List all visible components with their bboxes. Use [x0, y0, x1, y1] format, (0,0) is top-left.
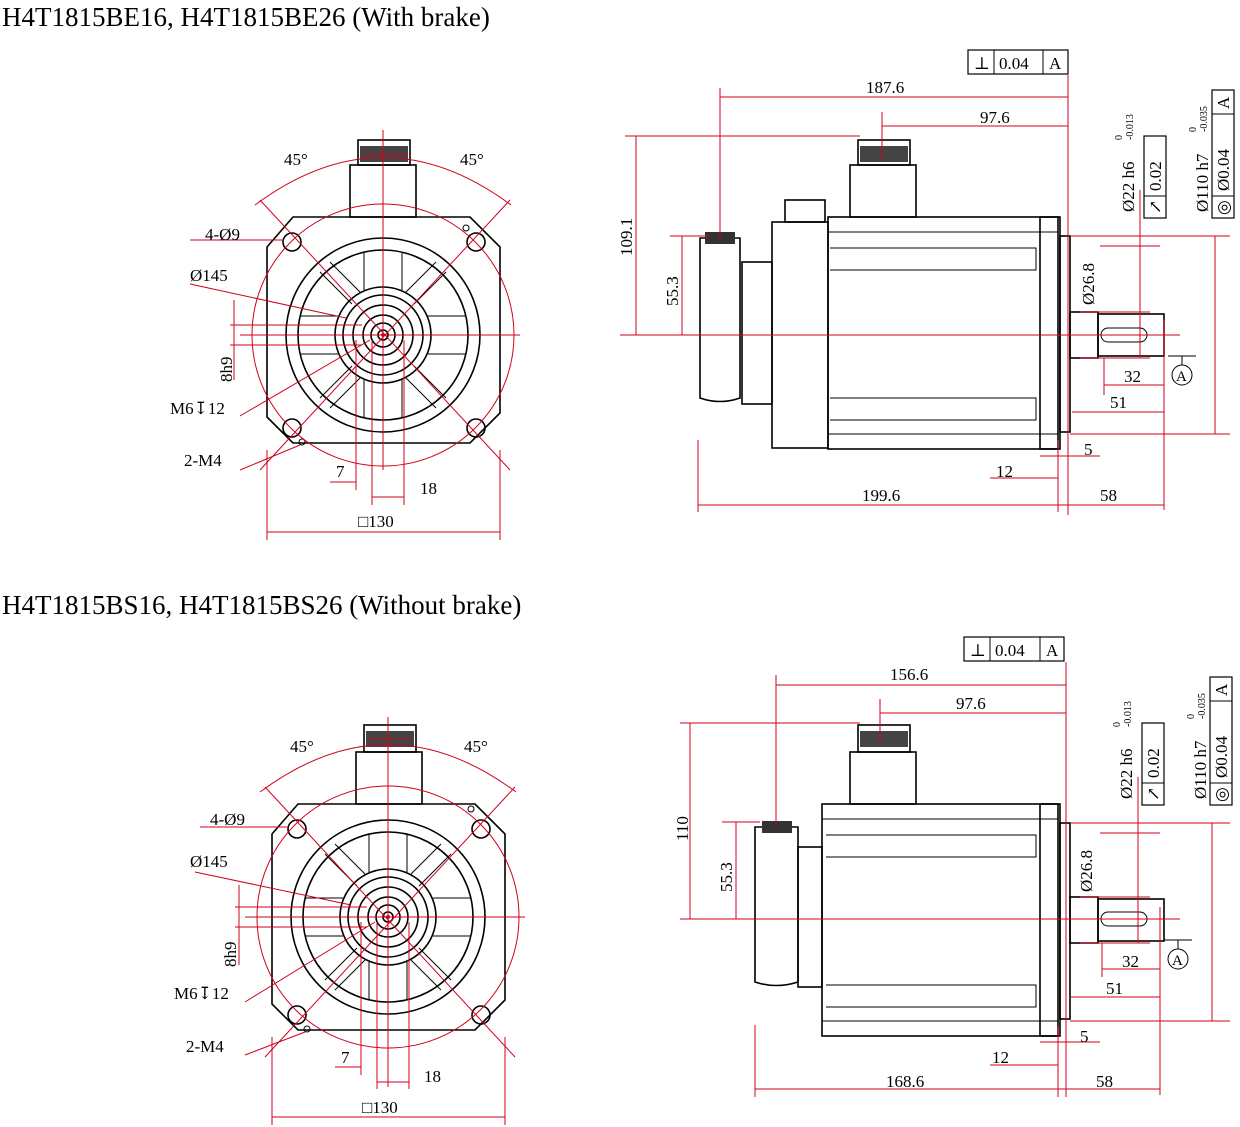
- svg-text:0: 0: [1186, 714, 1197, 719]
- shaft-dia-label: Ø26.8: [1079, 263, 1098, 305]
- svg-text:0: 0: [1114, 135, 1125, 140]
- svg-text:Ø22 h6: Ø22 h6: [1117, 748, 1136, 799]
- svg-text:A: A: [1212, 683, 1231, 696]
- dim-7-label: 7: [341, 1048, 350, 1067]
- svg-text:0.02: 0.02: [1144, 748, 1163, 778]
- angle-right-label: 45°: [460, 150, 484, 169]
- runout-frame: ↗ 0.02: [1141, 722, 1165, 806]
- m4-label: 2-M4: [184, 451, 222, 470]
- height-total-label: 110: [673, 816, 692, 841]
- svg-text:-0.035: -0.035: [1197, 693, 1208, 719]
- dim-58-label: 58: [1100, 486, 1117, 505]
- angle-right-label: 45°: [464, 737, 488, 756]
- concentricity-frame: ◎ Ø0.04 A: [1209, 676, 1233, 806]
- angle-left-label: 45°: [290, 737, 314, 756]
- dim-5-label: 5: [1080, 1027, 1089, 1046]
- key-label: 8h9: [217, 357, 236, 383]
- length-connector-label: 97.6: [956, 694, 986, 713]
- svg-text:-0.013: -0.013: [1123, 701, 1134, 727]
- length-connector-label: 97.6: [980, 108, 1010, 127]
- thread-label: M6↧12: [170, 399, 225, 418]
- svg-text:◎: ◎: [1214, 200, 1233, 215]
- dim-12-label: 12: [992, 1048, 1009, 1067]
- dim-5-label: 5: [1084, 440, 1093, 459]
- perp-symbol: ⊥: [970, 641, 986, 660]
- holes-label: 4-Ø9: [205, 225, 240, 244]
- thread-label: M6↧12: [174, 984, 229, 1003]
- svg-text:0.02: 0.02: [1146, 161, 1165, 191]
- pilot-tolerance: Ø110 h7 0 -0.035: [1188, 106, 1212, 212]
- length-total-label: 187.6: [866, 78, 904, 97]
- pcd-label: Ø145: [190, 852, 228, 871]
- dim-18-label: 18: [424, 1067, 441, 1086]
- height-total-label: 109.1: [617, 218, 636, 256]
- dim-7-label: 7: [336, 462, 345, 481]
- section-title-with-brake: H4T1815BE16, H4T1815BE26 (With brake): [2, 2, 490, 32]
- dim-58-label: 58: [1096, 1072, 1113, 1091]
- square-label: □130: [362, 1098, 398, 1117]
- shaft-tolerance: Ø22 h6 0 -0.013: [1112, 701, 1136, 799]
- runout-frame: ↗ 0.02: [1143, 135, 1167, 219]
- side-view: ⊥ 0.04 A ↗ 0.02 ◎ Ø0.04 A Ø22 h6 0 -0.01…: [617, 49, 1235, 515]
- front-view: 45° 45° 4-Ø9 Ø145 8h9 M6↧12 2-M4 7 18 □1…: [174, 717, 525, 1125]
- spokes: [300, 252, 466, 418]
- concentricity-frame: ◎ Ø0.04 A: [1211, 89, 1235, 219]
- perp-value: 0.04: [999, 54, 1029, 73]
- drawing-with-brake: 45° 45° 4-Ø9 Ø145 8h9 M6↧12 2-M4 7 18 □1…: [170, 49, 1235, 540]
- svg-text:-0.013: -0.013: [1125, 114, 1136, 140]
- drawing-without-brake: 45° 45° 4-Ø9 Ø145 8h9 M6↧12 2-M4 7 18 □1…: [174, 636, 1233, 1125]
- svg-text:Ø22 h6: Ø22 h6: [1119, 161, 1138, 212]
- spokes: [305, 834, 471, 1000]
- m4-label: 2-M4: [186, 1037, 224, 1056]
- svg-text:↗: ↗: [1144, 787, 1163, 801]
- front-view: 45° 45° 4-Ø9 Ø145 8h9 M6↧12 2-M4 7 18 □1…: [170, 130, 520, 540]
- svg-text:-0.035: -0.035: [1199, 106, 1210, 132]
- svg-text:Ø0.04: Ø0.04: [1214, 148, 1233, 191]
- angle-left-label: 45°: [284, 150, 308, 169]
- datum-a-label: A: [1176, 369, 1187, 385]
- perp-ref: A: [1046, 641, 1059, 660]
- svg-text:Ø0.04: Ø0.04: [1212, 735, 1231, 778]
- body-length-label: 168.6: [886, 1072, 924, 1091]
- section-title-without-brake: H4T1815BS16, H4T1815BS26 (Without brake): [2, 590, 522, 620]
- dim-18-label: 18: [420, 479, 437, 498]
- svg-text:0: 0: [1112, 722, 1123, 727]
- perp-value: 0.04: [995, 641, 1025, 660]
- perp-ref: A: [1049, 54, 1062, 73]
- height-connector-label: 55.3: [663, 276, 682, 306]
- side-view: ⊥ 0.04 A ↗ 0.02 ◎ Ø0.04 A Ø22 h6 0 -0.01…: [673, 636, 1233, 1097]
- dim-51-label: 51: [1106, 979, 1123, 998]
- dim-51-label: 51: [1110, 393, 1127, 412]
- svg-text:◎: ◎: [1212, 787, 1231, 802]
- body-length-label: 199.6: [862, 486, 900, 505]
- pilot-tolerance: Ø110 h7 0 -0.035: [1186, 693, 1210, 799]
- perp-symbol: ⊥: [974, 54, 990, 73]
- height-connector-label: 55.3: [717, 862, 736, 892]
- svg-text:Ø110 h7: Ø110 h7: [1191, 740, 1210, 799]
- svg-text:Ø110 h7: Ø110 h7: [1193, 153, 1212, 212]
- holes-label: 4-Ø9: [210, 810, 245, 829]
- square-label: □130: [358, 512, 394, 531]
- dim-12-label: 12: [996, 462, 1013, 481]
- dim-32-label: 32: [1122, 952, 1139, 971]
- svg-text:↗: ↗: [1146, 200, 1165, 214]
- dim-32-label: 32: [1124, 367, 1141, 386]
- key-label: 8h9: [221, 942, 240, 968]
- length-total-label: 156.6: [890, 665, 928, 684]
- datum-a-label: A: [1172, 953, 1183, 969]
- svg-text:0: 0: [1188, 127, 1199, 132]
- shaft-tolerance: Ø22 h6 0 -0.013: [1114, 114, 1138, 212]
- pcd-label: Ø145: [190, 266, 228, 285]
- svg-text:A: A: [1214, 96, 1233, 109]
- shaft-dia-label: Ø26.8: [1077, 850, 1096, 892]
